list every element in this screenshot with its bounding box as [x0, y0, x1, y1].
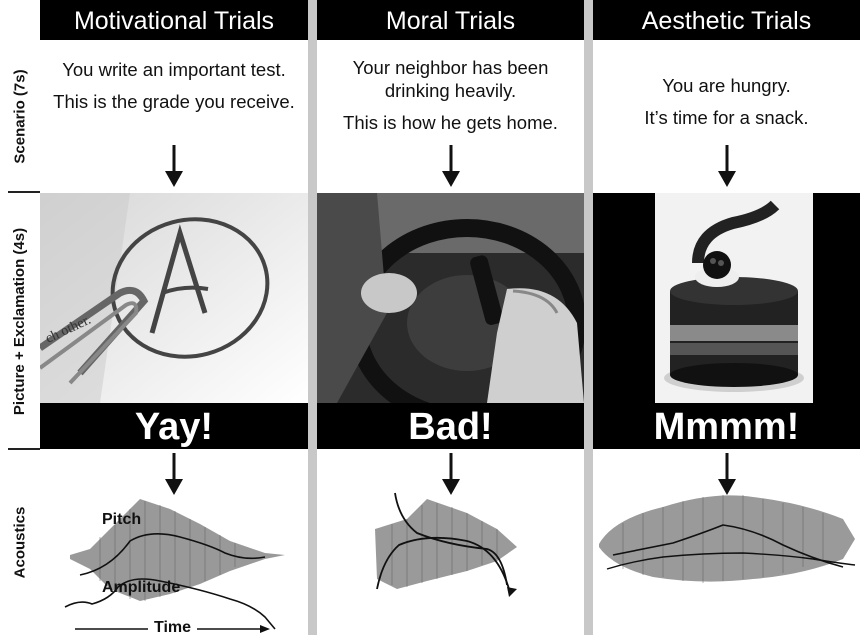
acoustic-waveform: Pitch Amplitude Time: [40, 449, 308, 635]
exclamation: Mmmm!: [593, 403, 860, 449]
dessert-photo: [593, 193, 860, 403]
column-separator: [584, 0, 593, 635]
row-labels: Scenario (7s) Picture + Exclamation (4s)…: [0, 0, 40, 635]
column-moral: Moral Trials Your neighbor has been drin…: [317, 0, 584, 635]
down-arrow-icon: [441, 145, 461, 187]
down-arrow-icon: [164, 145, 184, 187]
column-title: Aesthetic Trials: [593, 0, 860, 40]
column-title: Motivational Trials: [40, 0, 308, 40]
scenario-line: Your neighbor has been drinking heavily.: [317, 56, 584, 102]
amplitude-label: Amplitude: [102, 579, 180, 597]
scenario-line: It’s time for a snack.: [593, 106, 860, 129]
scenario-line: You are hungry.: [593, 74, 860, 97]
exclamation: Bad!: [317, 403, 584, 449]
row-label-acoustics: Acoustics: [0, 450, 40, 635]
pitch-label: Pitch: [102, 511, 141, 529]
row-label-picture: Picture + Exclamation (4s): [0, 193, 40, 449]
graded-test-photo: ch other.: [40, 193, 308, 403]
column-aesthetic: Aesthetic Trials You are hungry. It’s ti…: [593, 0, 860, 635]
acoustic-waveform: [317, 449, 584, 635]
time-label: Time: [148, 619, 197, 635]
scenario-line: This is the grade you receive.: [40, 90, 308, 113]
acoustic-waveform: [593, 449, 860, 635]
scenario-line: This is how he gets home.: [317, 111, 584, 134]
column-motivational: Motivational Trials You write an importa…: [40, 0, 308, 635]
down-arrow-icon: [717, 145, 737, 187]
row-label-scenario: Scenario (7s): [0, 40, 40, 192]
exclamation: Yay!: [40, 403, 308, 449]
drunk-driver-photo: [317, 193, 584, 403]
scenario-line: You write an important test.: [40, 58, 308, 81]
column-separator: [308, 0, 317, 635]
column-title: Moral Trials: [317, 0, 584, 40]
